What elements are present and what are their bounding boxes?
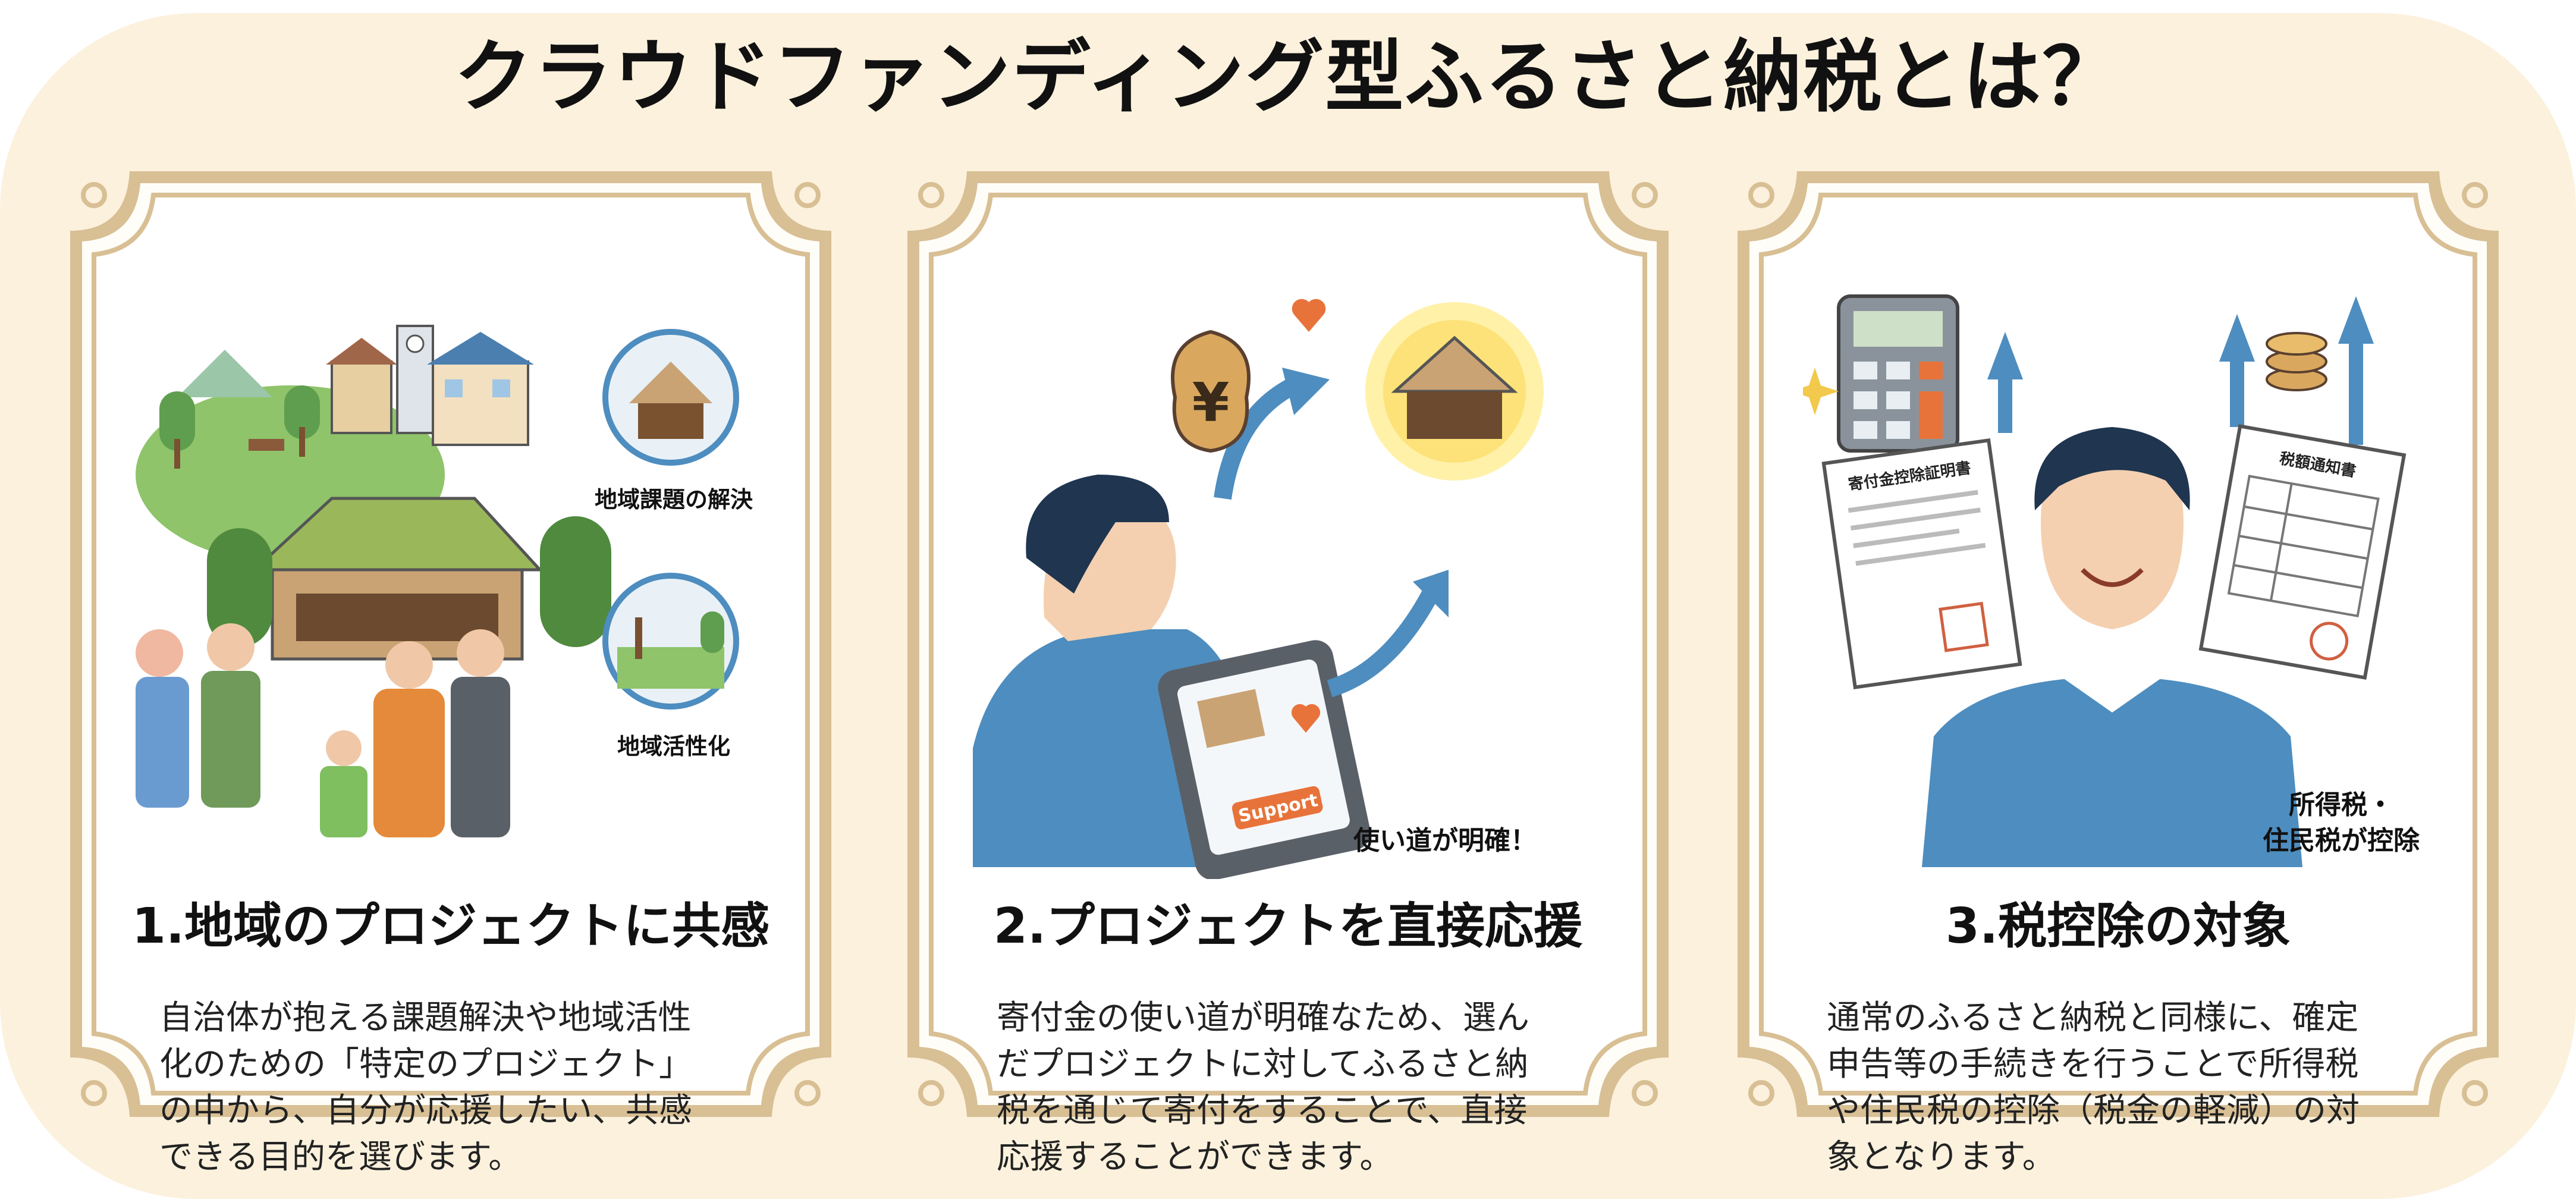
tax-deduction-illustration: 寄付金控除証明書 税額通知書 所得税・ 住民税が控除 (1803, 294, 2420, 867)
card-description: 寄付金の使い道が明確なため、選ん だプロジェクトに対してふるさと納 税を通じて寄… (997, 995, 1615, 1181)
description-line: だプロジェクトに対してふるさと納 (997, 1045, 1529, 1084)
card-description: 通常のふるさと納税と同様に、確定 申告等の手続きを行うことで所得税 や住民税の控… (1827, 995, 2445, 1181)
description-line: 通常のふるさと納税と同様に、確定 (1827, 999, 2359, 1037)
description-line: の中から、自分が応援したい、共感 (159, 1091, 692, 1130)
page-title: クラウドファンディング型ふるさと納税とは？ (454, 32, 2122, 123)
donation-illustration: Support ¥ 使い道が明確！ (973, 299, 1544, 879)
description-line: 自治体が抱える課題解決や地域活性 (159, 999, 692, 1037)
description-line: 寄付金の使い道が明確なため、選ん (997, 999, 1529, 1037)
description-line: 申告等の手続きを行うことで所得税 (1827, 1045, 2359, 1084)
clear-usage-caption: 使い道が明確！ (1353, 826, 1537, 856)
village-illustration: 地域課題の解決 地域活性化 (136, 325, 753, 837)
description-line: や住民税の控除（税金の軽減）の対 (1827, 1091, 2360, 1130)
description-line: 象となります。 (1827, 1138, 2056, 1176)
card-heading: 2.プロジェクトを直接応援 (993, 898, 1583, 955)
badge-label-issue-solving: 地域課題の解決 (595, 486, 753, 513)
yen-symbol: ¥ (1192, 372, 1230, 434)
description-line: 化のための「特定のプロジェクト」 (159, 1045, 692, 1084)
card-local-project: 地域課題の解決 地域活性化 1.地域のプロジェクトに共感 自治体が抱える課題解決… (64, 165, 837, 1176)
description-line: 税を通じて寄付をすることで、直接 (997, 1091, 1528, 1130)
card-tax-deduction: 寄付金控除証明書 税額通知書 所得税・ 住民税が控除 3.税控除の対象 通常のふ… (1732, 165, 2505, 1176)
card-heading: 1.地域のプロジェクトに共感 (131, 898, 770, 955)
description-line: 応援することができます。 (997, 1138, 1393, 1176)
card-description: 自治体が抱える課題解決や地域活性 化のための「特定のプロジェクト」 の中から、自… (159, 995, 778, 1181)
badge-label-revitalization: 地域活性化 (617, 733, 730, 759)
card-direct-support: Support ¥ 使い道が明確！ 2.プロジェクトを直接応援 寄付金の使い道が… (901, 165, 1675, 1176)
description-line: できる目的を選びます。 (159, 1138, 522, 1176)
card-heading: 3.税控除の対象 (1945, 898, 2291, 955)
tax-caption-line: 住民税が控除 (2263, 826, 2420, 856)
tax-caption-line: 所得税・ (2289, 790, 2393, 820)
